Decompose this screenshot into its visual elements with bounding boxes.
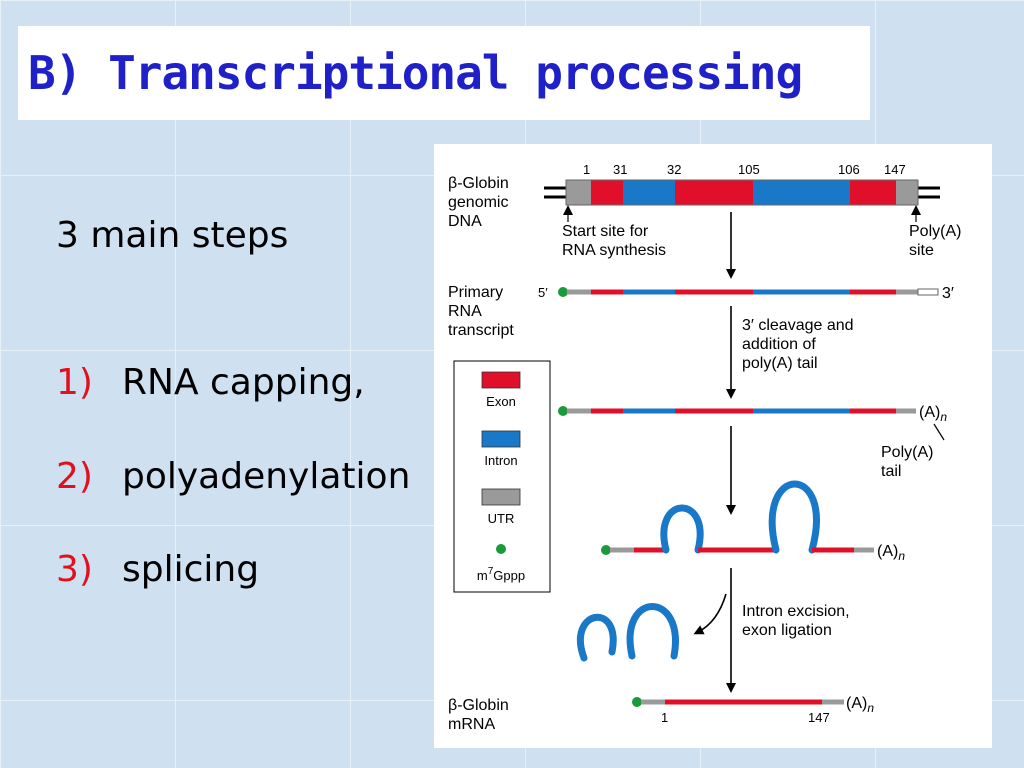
step-text: polyadenylation — [122, 456, 411, 497]
gene-exon-1 — [591, 180, 623, 205]
gene-label-1: β-Globin — [448, 175, 509, 192]
legend-utr-swatch — [481, 488, 521, 506]
cap-dot — [601, 545, 611, 555]
mrna-pos-label: 147 — [808, 710, 830, 725]
splice-an-label: (A)n — [877, 543, 905, 563]
gene-utr-5 — [566, 180, 591, 205]
transcript-tail-extension — [917, 288, 939, 296]
primary-label-1: Primary — [448, 284, 503, 301]
cap-dot — [632, 697, 642, 707]
step-item-splicing: 3) splicing — [56, 549, 259, 590]
legend-intron-label: Intron — [484, 453, 517, 468]
gene-intron-1 — [623, 180, 675, 205]
pos-label: 105 — [738, 162, 760, 177]
gene-exon-3 — [850, 180, 896, 205]
polya-an-label: (A)n — [919, 404, 947, 424]
polya-tail-pointer — [933, 423, 945, 441]
gene-utr-3 — [896, 180, 918, 205]
start-site-label-1: Start site for — [562, 223, 649, 240]
primary-label-2: RNA — [448, 303, 482, 320]
globin-processing-diagram: β-Globin genomic DNA 1 31 32 105 106 147… — [434, 144, 992, 748]
gene-exon-2 — [675, 180, 753, 205]
gene-outline — [565, 179, 919, 206]
polya-tail-label-1: Poly(A) — [881, 444, 933, 461]
cap-dot — [558, 287, 568, 297]
polya-site-label-2: site — [909, 242, 934, 259]
gene-label-2: genomic — [448, 194, 508, 211]
pos-label: 106 — [838, 162, 860, 177]
legend-exon-label: Exon — [486, 394, 516, 409]
three-prime-label: 3′ — [942, 285, 954, 302]
primary-label-3: transcript — [448, 322, 514, 339]
step-item-polyadenylation: 2) polyadenylation — [56, 456, 410, 497]
title-box: B) Transcriptional processing — [18, 26, 870, 120]
mrna-label-2: mRNA — [448, 716, 495, 733]
excised-intron-2 — [626, 603, 679, 660]
pos-label: 31 — [613, 162, 627, 177]
step-number: 3) — [56, 549, 93, 590]
polya-site-label-1: Poly(A) — [909, 223, 961, 240]
polya-tail-label-2: tail — [881, 463, 901, 480]
intron-loop-1 — [660, 504, 704, 554]
step-text: RNA capping, — [122, 362, 365, 403]
intron-loop-2 — [768, 480, 820, 554]
legend-utr-label: UTR — [488, 511, 515, 526]
step-text: splicing — [122, 549, 260, 590]
step-number: 1) — [56, 362, 93, 403]
pos-label: 32 — [667, 162, 681, 177]
legend-intron-swatch — [481, 430, 521, 448]
excised-intron-1 — [576, 613, 617, 662]
cap-dot — [558, 406, 568, 416]
mrna-pos-label: 1 — [661, 710, 668, 725]
cleavage-label-2: addition of — [742, 336, 816, 353]
step-item-capping: 1) RNA capping, — [56, 362, 365, 403]
diagram-svg: β-Globin genomic DNA 1 31 32 105 106 147… — [448, 162, 961, 733]
gene-label-3: DNA — [448, 213, 482, 230]
pos-label: 1 — [583, 162, 590, 177]
cleavage-label-1: 3′ cleavage and — [742, 317, 854, 334]
legend-cap-dot — [496, 544, 506, 554]
intro-text: 3 main steps — [56, 215, 289, 256]
excision-label-1: Intron excision, — [742, 603, 850, 620]
excision-curved-arrow — [693, 593, 727, 635]
mrna-label-1: β-Globin — [448, 697, 509, 714]
five-prime-label: 5′ — [538, 285, 548, 300]
slide-title: B) Transcriptional processing — [28, 46, 803, 100]
start-site-label-2: RNA synthesis — [562, 242, 666, 259]
pos-label: 147 — [884, 162, 906, 177]
excision-label-2: exon ligation — [742, 622, 832, 639]
legend-exon-swatch — [481, 371, 521, 389]
mrna-an-label: (A)n — [846, 695, 874, 715]
cleavage-label-3: poly(A) tail — [742, 355, 818, 372]
legend-cap-label: m7Gppp — [477, 566, 525, 583]
gene-intron-2 — [753, 180, 850, 205]
step-number: 2) — [56, 456, 93, 497]
